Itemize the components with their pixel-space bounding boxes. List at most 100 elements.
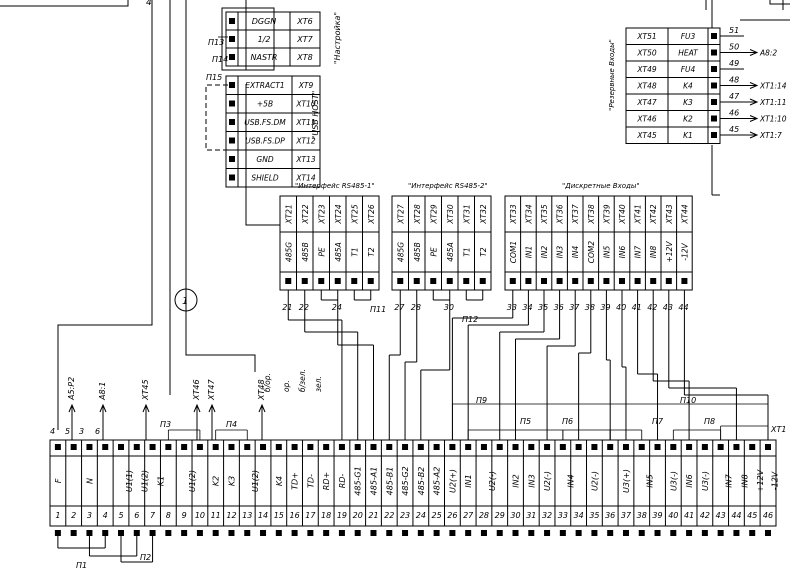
strip-terminal-number: 12 — [226, 511, 236, 520]
terminal-dot — [764, 444, 771, 450]
backup-signal-name: K4 — [683, 82, 693, 91]
interface-wire-number: 38 — [585, 303, 595, 312]
strip-terminal-number: 15 — [274, 511, 284, 520]
strip-signal-label: IN2 — [512, 474, 521, 487]
jumper-label: П5 — [520, 417, 531, 426]
terminal-dot — [512, 444, 519, 450]
terminal-dot — [711, 132, 717, 138]
jumper-label: П9 — [476, 396, 487, 405]
interface-wire-number: 30 — [444, 303, 454, 312]
terminal-dot — [70, 444, 77, 450]
terminal-dot — [711, 33, 717, 39]
terminal-dot — [181, 444, 188, 450]
backup-target: XT1:10 — [759, 115, 787, 124]
terminal-dot — [607, 530, 614, 536]
terminal-dot — [338, 530, 345, 536]
strip-signal-label: IN8 — [740, 474, 749, 487]
terminal-dot — [338, 444, 345, 450]
strip-terminal-number: 30 — [510, 511, 520, 520]
wire-color-label: ор. — [282, 380, 291, 392]
usb-signal-name: USB.FS.DM — [244, 118, 286, 127]
reference-circle-label: 1 — [182, 296, 188, 307]
usb-signal-name: USB.FS.DP — [245, 137, 285, 146]
settings-terminal: XT6 — [296, 17, 312, 26]
terminal-dot — [449, 444, 456, 450]
jumper-label: П11 — [370, 305, 386, 314]
terminal-dot — [285, 278, 292, 284]
strip-terminal-number: 20 — [353, 511, 363, 520]
arrow-head-icon — [99, 403, 107, 413]
terminal-dot — [229, 100, 235, 107]
interface-wire-number: 43 — [663, 303, 673, 312]
interface-terminal: XT24 — [334, 204, 343, 224]
terminal-dot — [496, 444, 503, 450]
arrow-head-icon — [208, 403, 216, 413]
terminal-dot — [417, 444, 424, 450]
terminal-dot — [544, 530, 551, 536]
backup-signal-name: HEAT — [678, 49, 699, 58]
terminal-dot — [86, 444, 93, 450]
strip-terminal-number: 42 — [700, 511, 710, 520]
backup-terminal: XT48 — [636, 82, 656, 91]
terminal-dot — [275, 530, 282, 536]
terminal-dot — [512, 530, 519, 536]
interface-signal: PE — [429, 247, 438, 257]
backup-wire-number: 48 — [729, 76, 739, 85]
terminal-dot — [654, 444, 661, 450]
interface-signal: COM2 — [587, 241, 596, 264]
interface-signal: IN3 — [556, 245, 565, 258]
interface-signal: 485G — [284, 242, 293, 262]
interface-terminal: XT22 — [301, 204, 310, 224]
terminal-dot — [603, 278, 610, 284]
backup-target: XT1:14 — [759, 82, 787, 91]
usb-caption: "USB HOST" — [311, 91, 320, 140]
terminal-dot — [229, 36, 235, 42]
terminal-dot — [465, 444, 472, 450]
terminal-dot — [749, 530, 756, 536]
strip-signal-label: 485-B1 — [385, 467, 394, 496]
interface-terminal: XT25 — [350, 204, 359, 224]
terminal-dot — [165, 530, 172, 536]
terminal-dot — [318, 278, 325, 284]
interface-signal: COM1 — [509, 241, 518, 263]
strip-terminal-number: 23 — [400, 511, 410, 520]
strip-terminal-number: 43 — [716, 511, 726, 520]
terminal-dot — [717, 530, 724, 536]
strip-signal-label: U3(-) — [701, 471, 710, 491]
terminal-dot — [301, 278, 308, 284]
strip-signal-label: 485-A2 — [433, 467, 442, 496]
strip-signal-label: +12V — [756, 469, 765, 492]
backup-wire-number: 49 — [729, 59, 739, 68]
interface-terminal: XT29 — [429, 204, 438, 224]
terminal-dot — [711, 49, 717, 56]
strip-signal-label: 485-G1 — [354, 466, 363, 495]
terminal-dot — [229, 156, 235, 162]
interface-signal: 485B — [301, 242, 310, 261]
interface-signal: +12V — [665, 241, 674, 263]
interface-wire-number: 33 — [507, 303, 517, 312]
terminal-dot — [354, 444, 361, 450]
top-left-box: 4 — [0, 0, 152, 8]
interface-terminal: XT21 — [284, 204, 293, 224]
interface-signal: 485A — [334, 242, 343, 261]
terminal-dot — [229, 82, 235, 88]
interface-wire-number: 21 — [282, 303, 292, 312]
interface-terminal: XT40 — [618, 204, 627, 224]
terminal-dot — [229, 18, 235, 24]
interface-terminal: XT36 — [556, 204, 565, 224]
strip-terminal-number: 37 — [621, 511, 632, 520]
interface-signal: T1 — [350, 247, 359, 256]
wire-color-label: зел. — [314, 376, 323, 392]
strip-terminal-number: 25 — [432, 511, 442, 520]
terminal-dot — [681, 278, 688, 284]
interface-signal: 485G — [396, 242, 405, 262]
interface-wire-number: 39 — [600, 303, 610, 312]
backup-terminal: XT51 — [636, 32, 656, 41]
interface-wire-number: 42 — [647, 303, 657, 312]
jumper-label: П8 — [704, 417, 715, 426]
interface-wire-number: 24 — [332, 303, 342, 312]
terminal-dot — [638, 530, 645, 536]
